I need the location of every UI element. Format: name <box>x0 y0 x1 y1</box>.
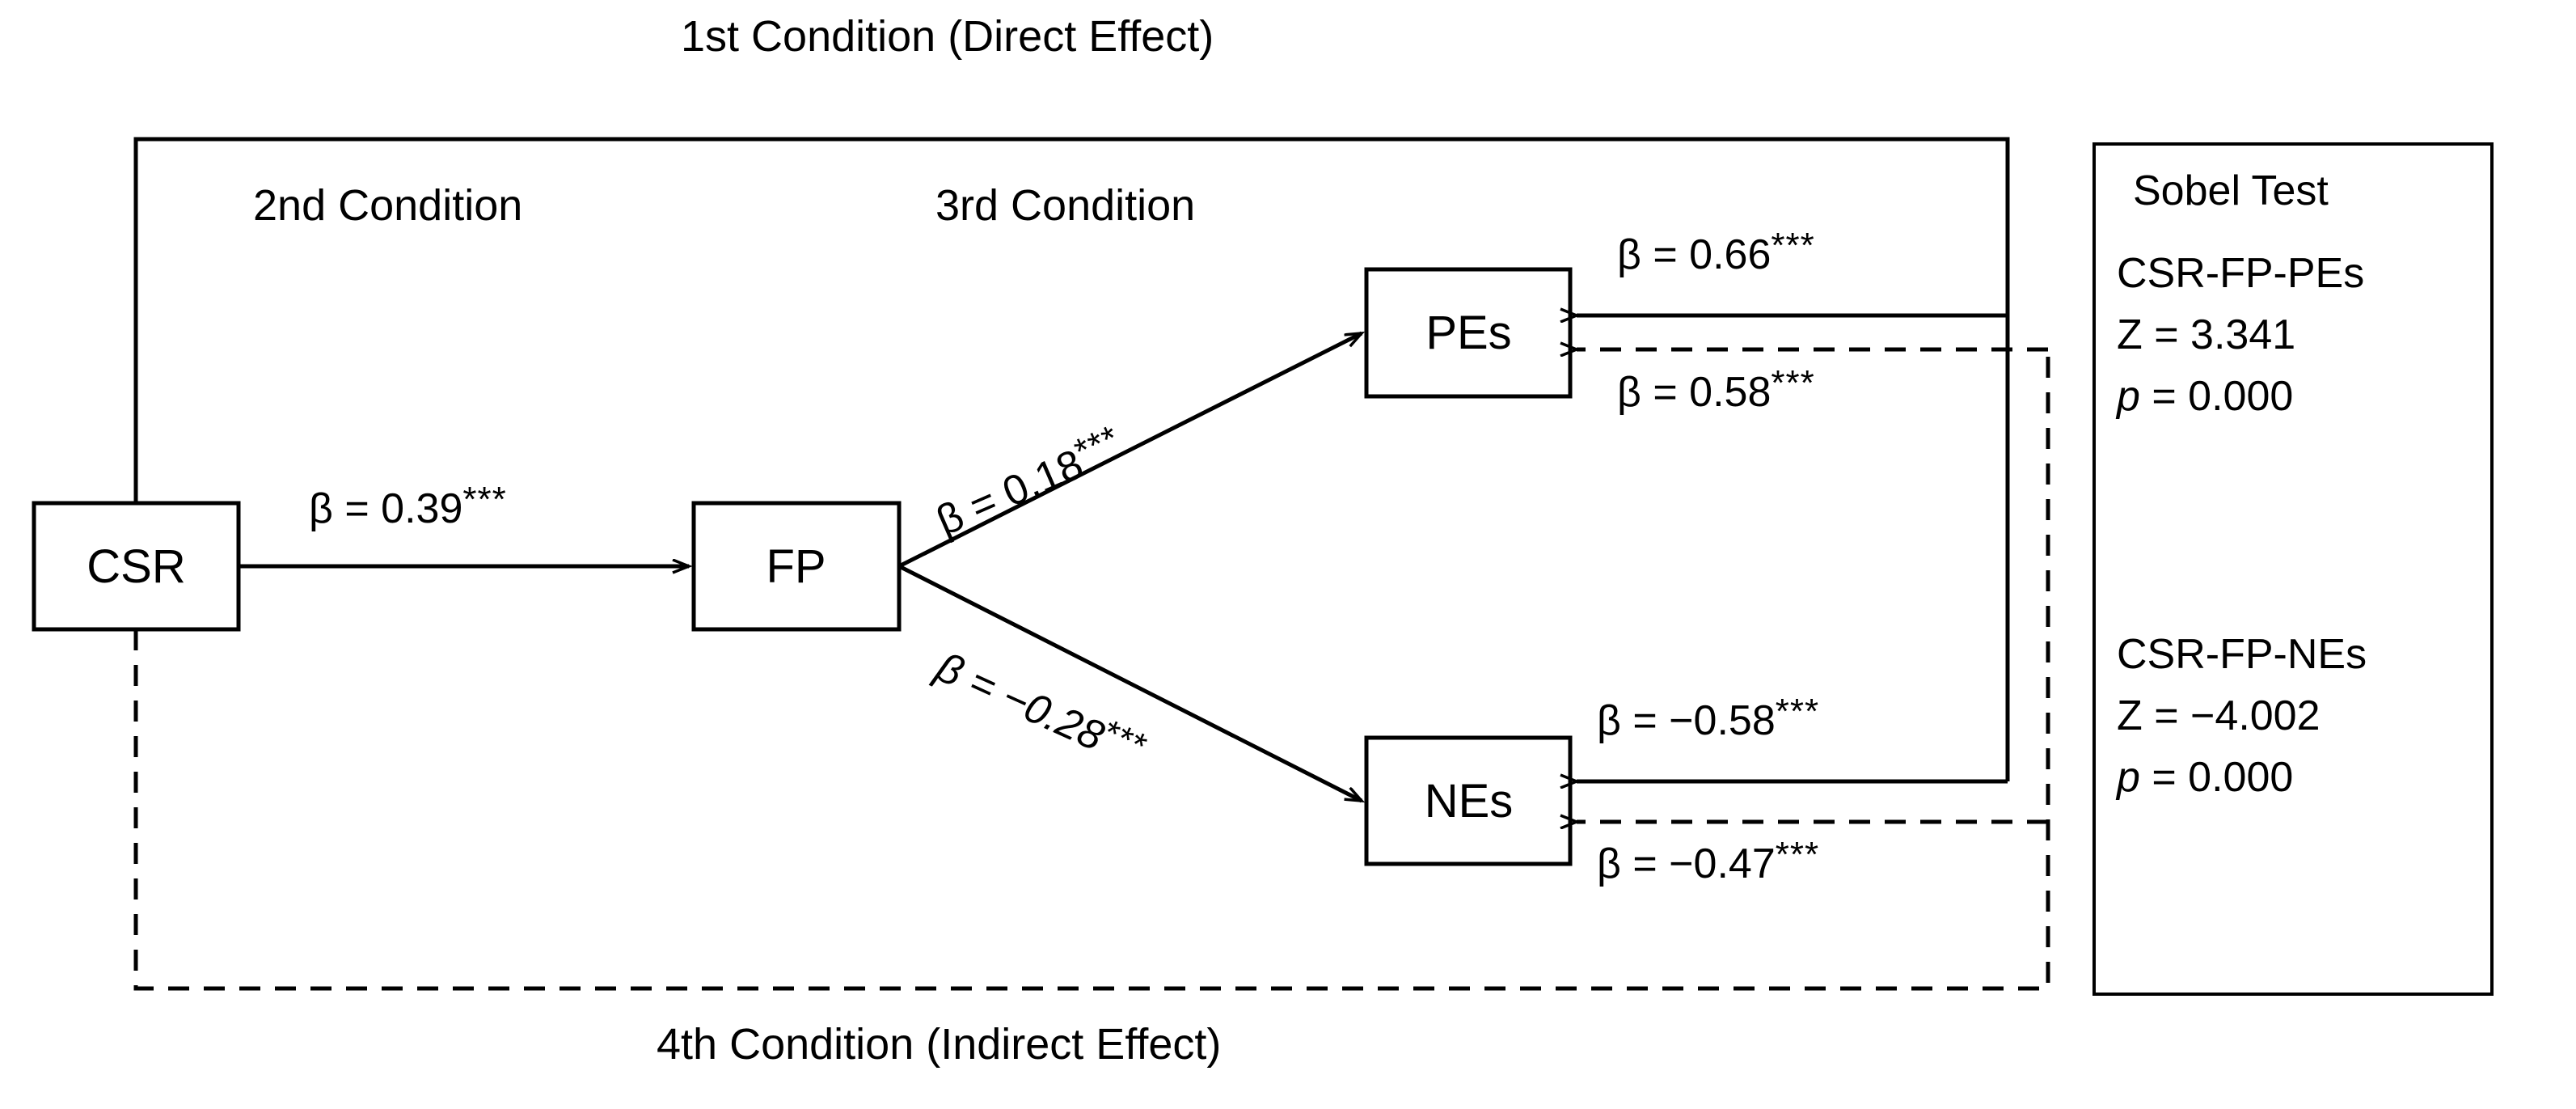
node-label-pes: PEs <box>1425 307 1512 359</box>
direct-effect-route <box>133 137 2010 781</box>
path-label-csr-to-fp: β = 0.39*** <box>309 480 507 532</box>
node-box-nes <box>1364 735 1573 866</box>
node-label-fp: FP <box>766 540 826 593</box>
title-first-condition: 1st Condition (Direct Effect) <box>681 12 1214 61</box>
node-box-pes <box>1364 267 1573 399</box>
sobel-test-2-z: Z = −4.002 <box>2117 692 2321 739</box>
sobel-panel-title: Sobel Test <box>2133 167 2329 214</box>
sobel-test-1-p: p = 0.000 <box>2117 375 2293 417</box>
sobel-test-2-name: CSR-FP-NEs <box>2117 631 2367 678</box>
arrow-fp-to-pes <box>897 331 1362 569</box>
path-label-indirect-to-pes-stars: *** <box>1771 363 1815 403</box>
path-label-direct-to-pes: β = 0.66*** <box>1617 226 1815 278</box>
indirect-effect-route <box>133 349 2050 991</box>
title-second-condition: 2nd Condition <box>253 181 523 230</box>
sobel-test-2-p-value: = 0.000 <box>2139 754 2294 801</box>
title-third-condition: 3rd Condition <box>935 181 1196 230</box>
sobel-test-1-p-symbol: p <box>2117 373 2140 420</box>
path-label-indirect-to-pes-value: β = 0.58 <box>1617 369 1772 416</box>
node-box-fp <box>691 501 902 632</box>
sobel-test-2-p-symbol: p <box>2117 754 2140 801</box>
path-label-direct-to-nes-value: β = −0.58 <box>1597 697 1776 744</box>
path-label-direct-to-nes: β = −0.58*** <box>1597 692 1820 744</box>
sobel-test-1-z: Z = 3.341 <box>2117 311 2296 358</box>
sobel-test-2-p: p = 0.000 <box>2117 756 2293 798</box>
path-label-indirect-to-nes-value: β = −0.47 <box>1597 840 1776 887</box>
path-label-direct-to-pes-value: β = 0.66 <box>1617 231 1772 278</box>
sobel-test-1-name: CSR-FP-PEs <box>2117 250 2365 297</box>
node-label-csr: CSR <box>87 540 186 593</box>
path-label-csr-to-fp-stars: *** <box>462 480 507 519</box>
node-box-csr <box>32 501 241 632</box>
arrow-fp-to-nes <box>897 564 1362 803</box>
node-label-nes: NEs <box>1424 775 1514 828</box>
title-fourth-condition: 4th Condition (Indirect Effect) <box>657 1020 1222 1069</box>
path-label-direct-to-nes-stars: *** <box>1775 692 1820 731</box>
path-label-indirect-to-pes: β = 0.58*** <box>1617 363 1815 416</box>
sobel-test-panel: Sobel Test CSR-FP-PEs Z = 3.341 p = 0.00… <box>2092 142 2494 996</box>
path-label-indirect-to-nes-stars: *** <box>1775 835 1820 874</box>
sobel-test-1-p-value: = 0.000 <box>2139 373 2294 420</box>
path-label-csr-to-fp-value: β = 0.39 <box>309 485 463 532</box>
path-label-direct-to-pes-stars: *** <box>1771 226 1815 265</box>
path-label-indirect-to-nes: β = −0.47*** <box>1597 835 1820 887</box>
